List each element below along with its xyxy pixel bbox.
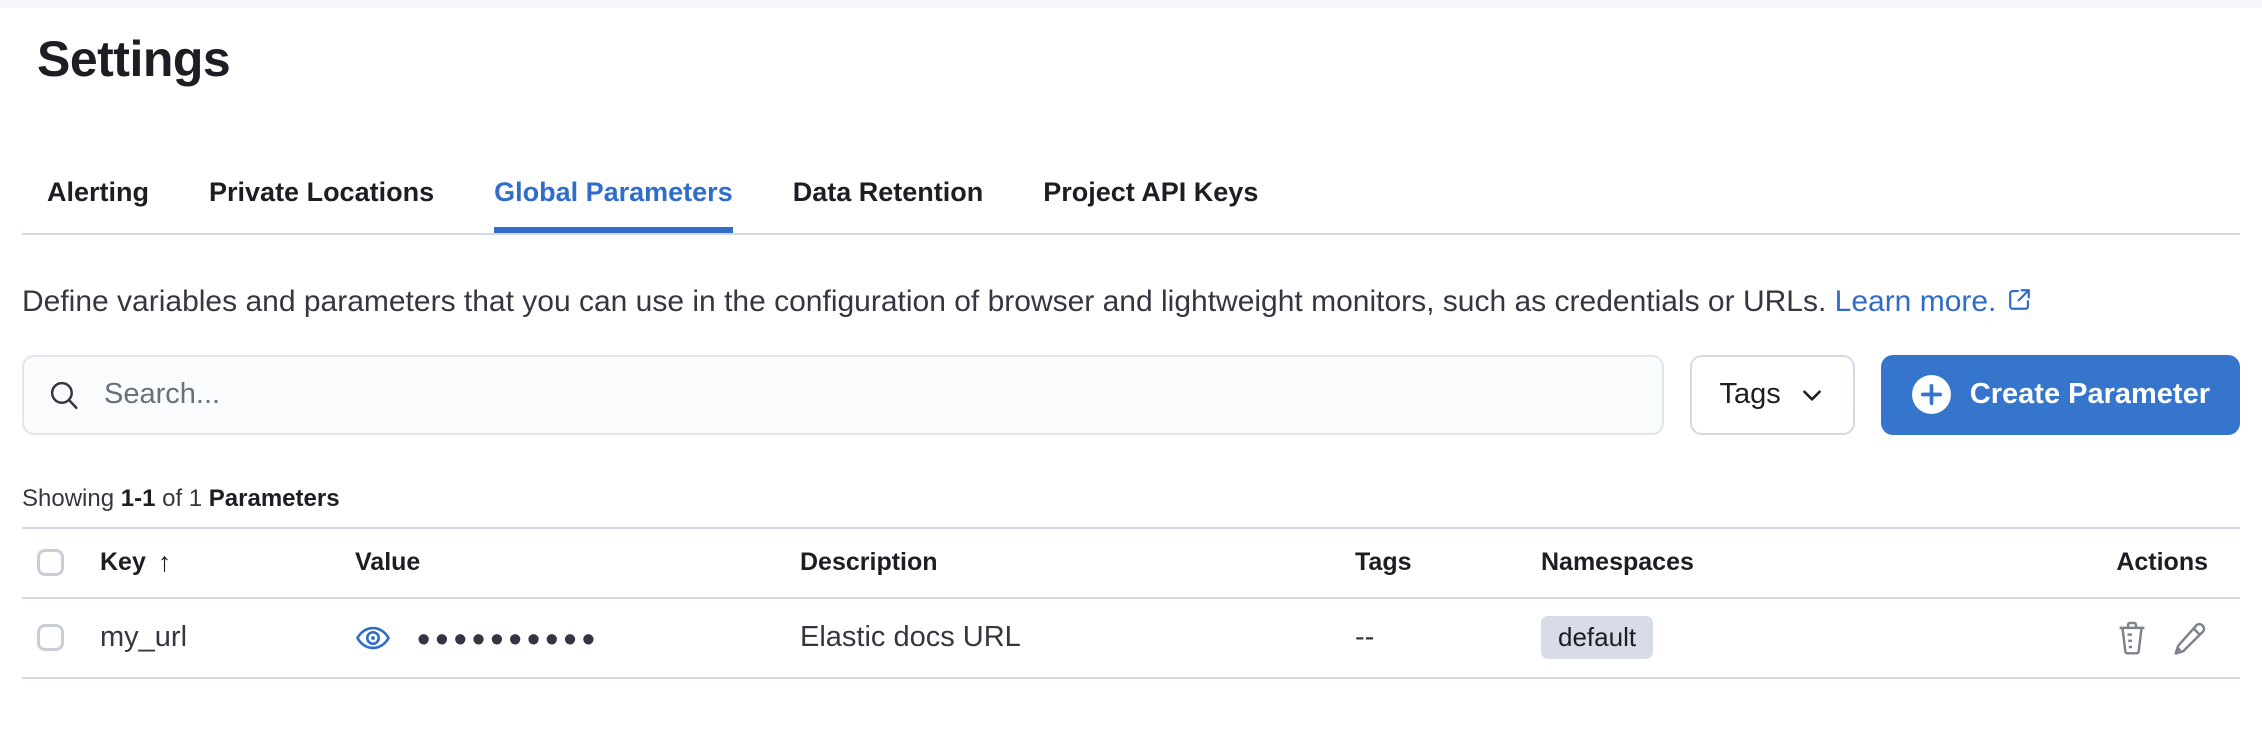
tab-global-parameters[interactable]: Global Parameters [494,175,733,233]
search-icon [50,381,78,409]
showing-range: 1-1 [120,484,156,512]
reveal-value-button[interactable] [355,620,391,656]
namespace-badge: default [1541,616,1654,659]
learn-more-link[interactable]: Learn more. [1835,285,2034,318]
table-header-row: Key ↑ Value Description Tags Namespaces … [22,529,2240,599]
column-header-value: Value [355,548,421,576]
row-select-cell [22,624,86,651]
row-actions [1922,620,2240,656]
select-all-cell [22,549,86,576]
external-link-icon [2006,281,2033,327]
edit-parameter-button[interactable] [2172,620,2208,656]
eye-icon [356,626,390,649]
row-key: my_url [100,621,188,653]
select-all-checkbox[interactable] [37,549,64,576]
pencil-icon [2174,622,2206,655]
column-header-actions: Actions [2116,548,2208,576]
showing-label: Showing [22,484,115,512]
row-namespaces: default [1527,616,1922,659]
parameters-toolbar: Tags Create Parameter [22,354,2240,435]
showing-of: of 1 [162,484,203,512]
key-header-label: Key [100,548,146,576]
row-value-cell: •••••••••• [341,617,786,659]
tab-data-retention[interactable]: Data Retention [792,176,984,207]
page-title: Settings [37,31,231,87]
column-header-namespaces: Namespaces [1541,548,1694,576]
settings-page: Settings Alerting Private Locations Glob… [0,28,2262,679]
intro-text: Define variables and parameters that you… [22,279,2234,327]
tab-project-api-keys[interactable]: Project API Keys [1043,176,1259,207]
delete-parameter-button[interactable] [2114,620,2150,656]
masked-value: •••••••••• [417,618,601,661]
plus-in-circle-icon [1911,375,1951,414]
learn-more-label: Learn more. [1834,284,1997,318]
table-top-divider [22,526,2240,529]
tags-filter-button[interactable]: Tags [1689,354,1855,435]
column-header-description: Description [800,548,938,576]
tab-alerting[interactable]: Alerting [47,176,150,207]
table-row: my_url •••••••••• Elastic docs URL -- de… [22,599,2240,679]
settings-tabs: Alerting Private Locations Global Parame… [22,175,2240,235]
search-field-wrapper [22,354,1664,435]
sort-by-key-button[interactable]: Key ↑ [100,547,171,578]
search-input[interactable] [22,354,1664,435]
row-checkbox[interactable] [37,624,64,651]
column-header-tags: Tags [1355,548,1412,576]
showing-entity: Parameters [208,484,340,512]
trash-icon [2119,621,2145,655]
create-parameter-button[interactable]: Create Parameter [1880,354,2240,435]
chevron-down-icon [1802,389,1821,401]
intro-description: Define variables and parameters that you… [22,284,1827,318]
row-description: Elastic docs URL [800,621,1021,653]
top-edge-strip [0,0,2262,8]
tab-private-locations[interactable]: Private Locations [209,176,435,207]
tags-filter-label: Tags [1719,378,1781,410]
row-tags: -- [1355,621,1375,653]
sort-ascending-icon: ↑ [157,547,172,577]
column-header-key: Key ↑ [86,547,341,578]
create-parameter-label: Create Parameter [1969,378,2210,410]
results-summary: Showing 1-1 of 1 Parameters [22,485,2240,513]
